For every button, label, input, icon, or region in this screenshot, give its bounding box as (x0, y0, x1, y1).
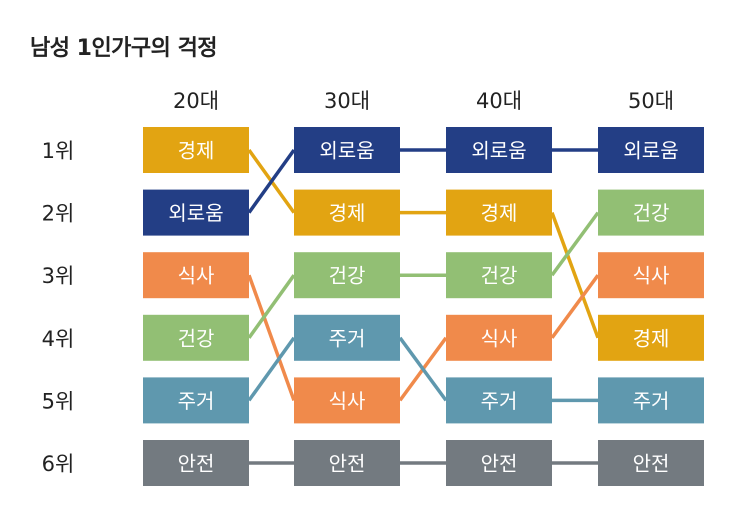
series-link (247, 336, 296, 402)
series-link (247, 148, 296, 214)
series-box (294, 440, 400, 486)
column-label: 40대 (476, 89, 522, 113)
series-box-label: 주거 (178, 389, 215, 413)
series-box (598, 314, 704, 361)
series-box-label: 안전 (481, 452, 518, 476)
series-link (247, 274, 296, 339)
series-box-label: 외로움 (168, 201, 223, 225)
series-box (598, 377, 704, 424)
series-box-label: 식사 (329, 389, 366, 413)
series-box-label: 건강 (178, 326, 215, 350)
series-box-label: 안전 (178, 452, 215, 476)
rank-label: 4위 (42, 327, 75, 351)
series-box-label: 외로움 (623, 139, 678, 163)
series-box-label: 건강 (329, 264, 366, 288)
column-label: 50대 (628, 89, 674, 113)
series-box-label: 식사 (178, 264, 215, 288)
series-box (598, 252, 704, 299)
series-link (550, 274, 600, 339)
series-box-label: 주거 (481, 389, 518, 413)
rank-label: 6위 (42, 452, 75, 476)
rank-label: 3위 (42, 264, 75, 288)
rank-label: 5위 (42, 389, 75, 413)
rank-labels: 1위 2위 3위 4위 5위 6위 (42, 139, 75, 476)
series-box-label: 안전 (329, 452, 366, 476)
series-box (598, 440, 704, 486)
series-box-label: 건강 (633, 201, 670, 225)
series-box-label: 식사 (633, 264, 670, 288)
series-link (398, 336, 448, 402)
series-box (598, 189, 704, 236)
series-box (143, 252, 249, 299)
series-box-label: 경제 (633, 326, 670, 350)
column-label: 20대 (173, 89, 219, 113)
series-box-label: 외로움 (319, 139, 374, 163)
column-label: 30대 (324, 89, 370, 113)
series-box (143, 440, 249, 486)
series-box-label: 경제 (178, 139, 215, 163)
series-link (550, 211, 600, 277)
series-link (550, 211, 600, 339)
series-box-label: 외로움 (471, 139, 526, 163)
series-box (143, 189, 249, 236)
series-box (143, 377, 249, 424)
series-box (446, 127, 552, 173)
series-box-label: 주거 (633, 389, 670, 413)
series-box (446, 189, 552, 236)
rank-label: 1위 (42, 139, 75, 163)
series-box-label: 경제 (329, 201, 366, 225)
series-box (598, 127, 704, 173)
series-lines (247, 148, 600, 465)
series-box-label: 주거 (329, 326, 366, 350)
series-box-label: 안전 (633, 452, 670, 476)
column-headers: 20대 30대 40대 50대 (173, 89, 674, 113)
series-box-label: 경제 (481, 201, 518, 225)
series-box (446, 377, 552, 424)
series-box (294, 377, 400, 424)
chart-title: 남성 1인가구의 걱정 (30, 36, 218, 61)
series-box (294, 189, 400, 236)
series-box (294, 127, 400, 173)
series-box (143, 127, 249, 173)
series-link (247, 274, 296, 401)
series-box (143, 314, 249, 361)
series-box (446, 440, 552, 486)
series-box (446, 314, 552, 361)
series-box (446, 252, 552, 299)
rank-label: 2위 (42, 202, 75, 226)
series-box (294, 314, 400, 361)
series-box-label: 식사 (481, 326, 518, 350)
series-box (294, 252, 400, 299)
series-box-label: 건강 (481, 264, 518, 288)
